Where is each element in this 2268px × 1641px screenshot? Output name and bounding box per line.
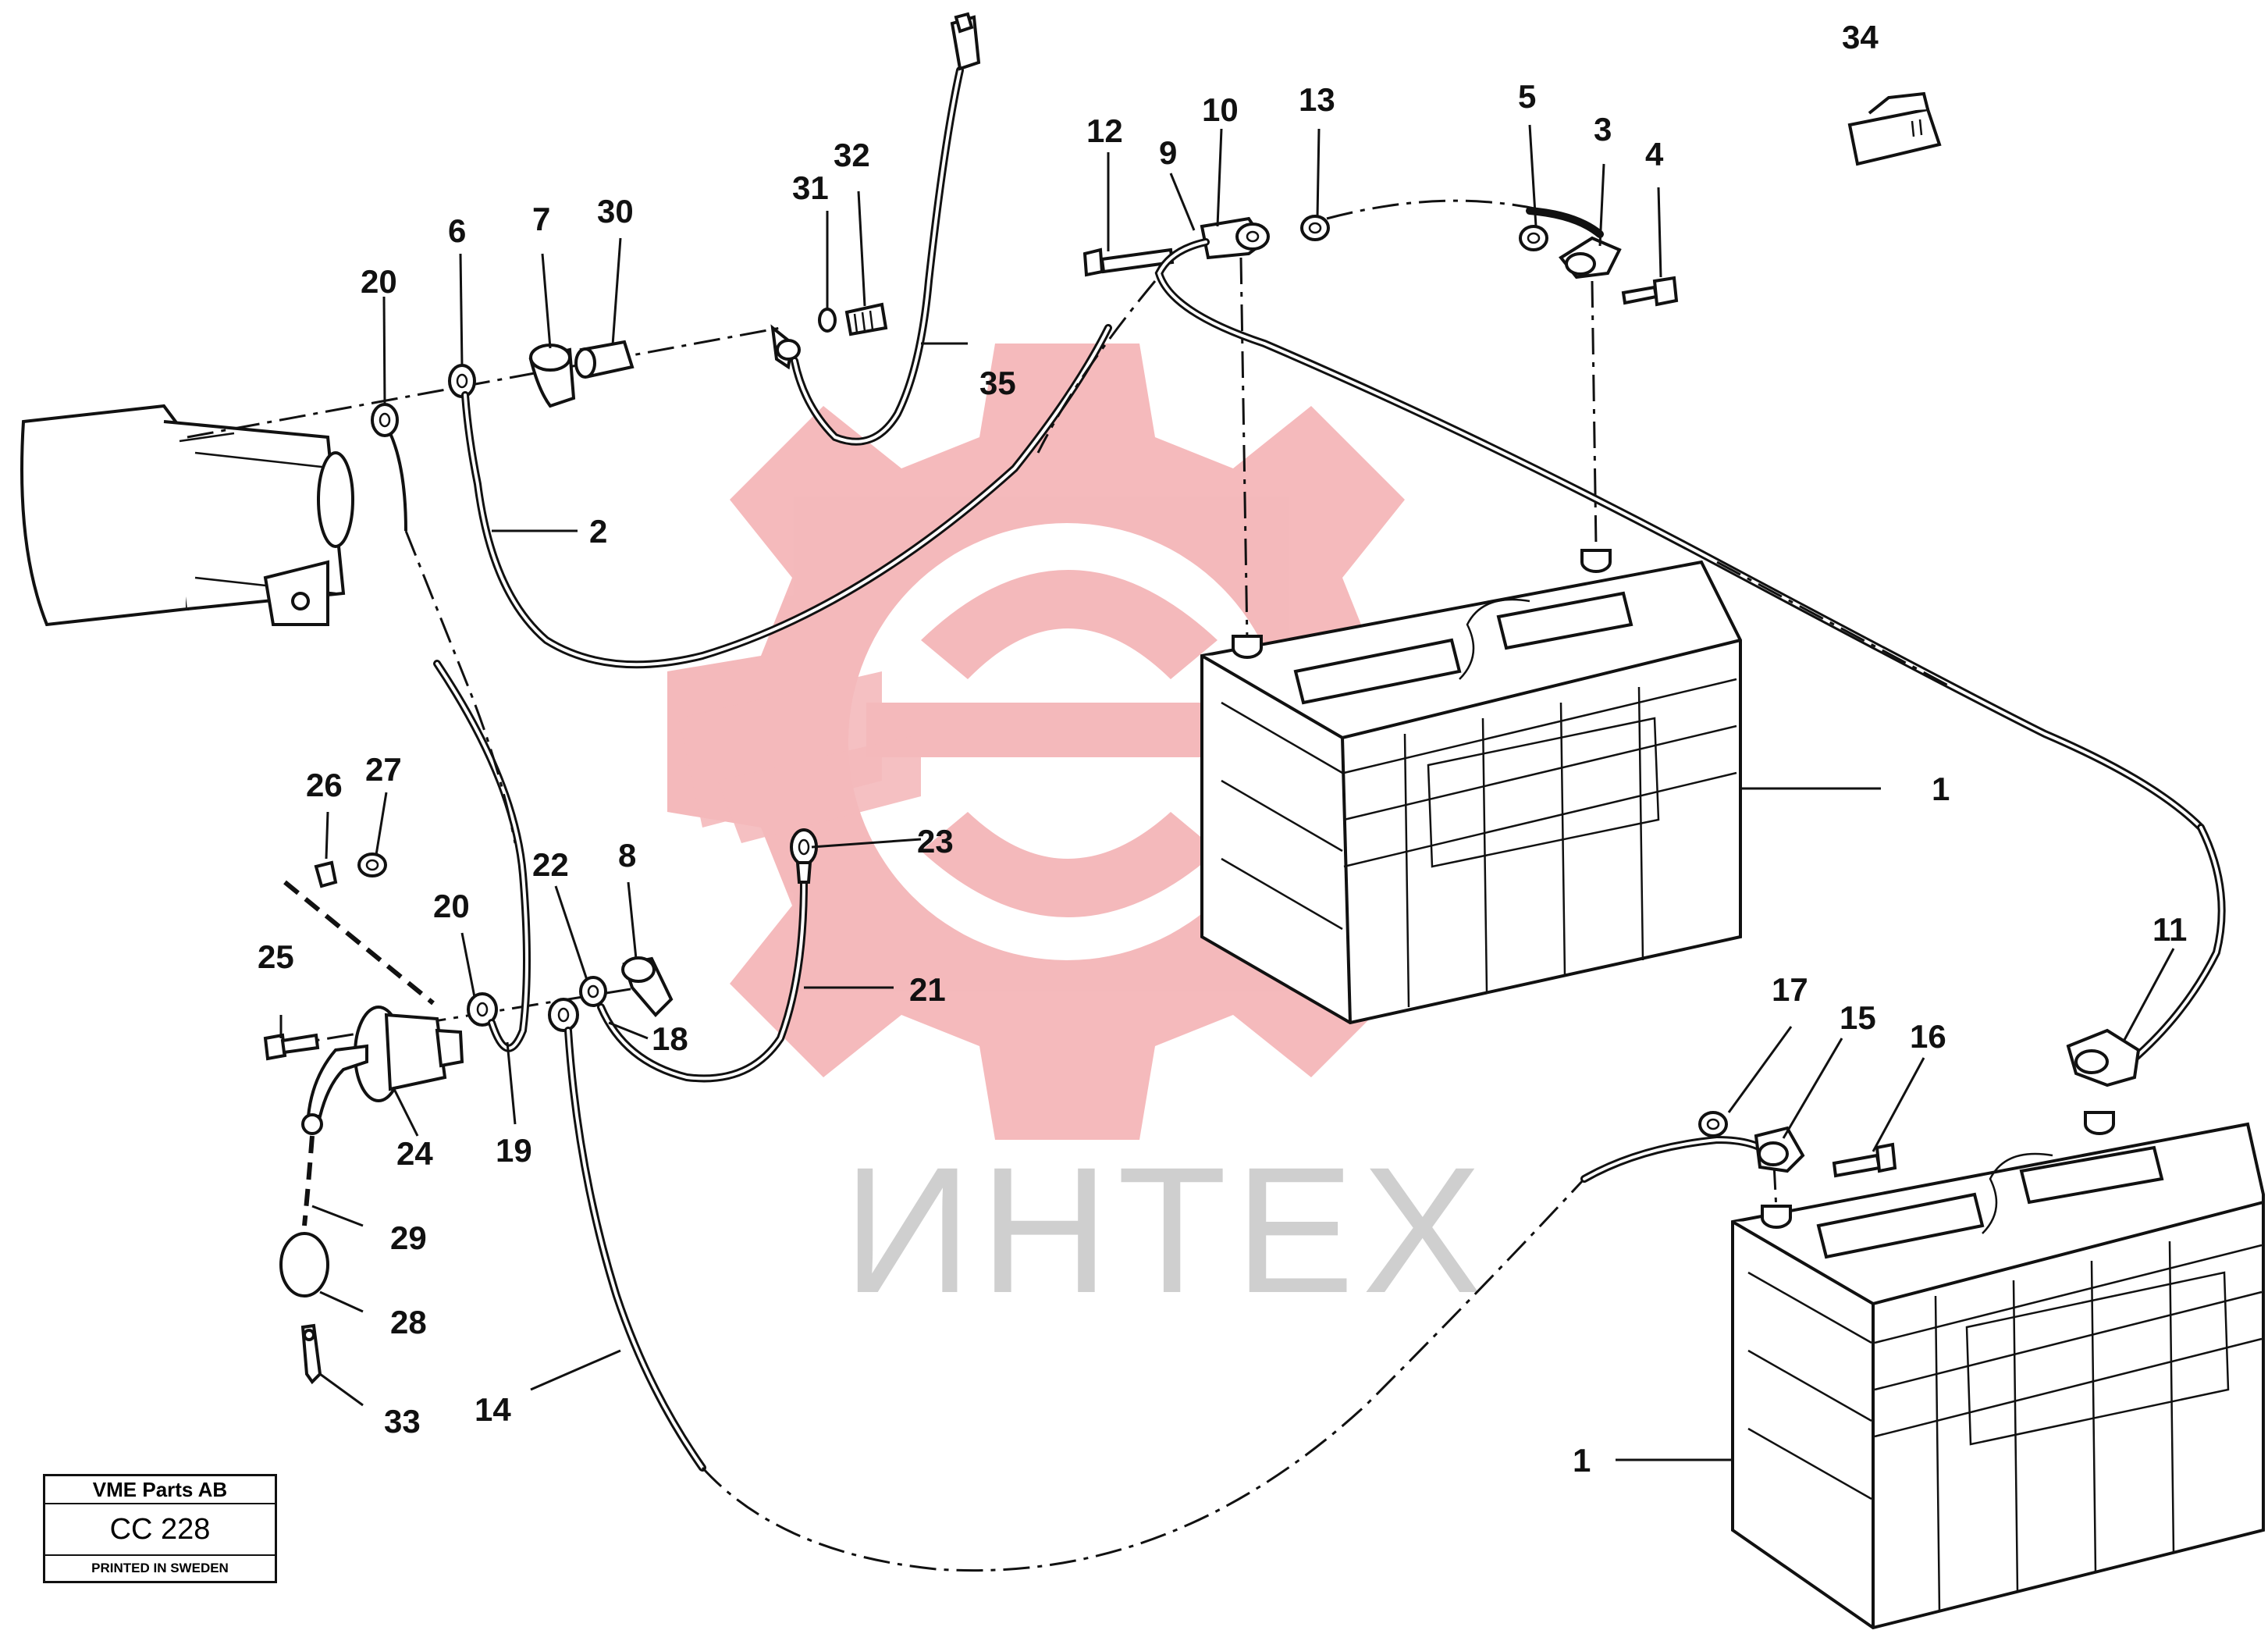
nut-17 <box>1698 1111 1728 1137</box>
callout-1-lower: 1 <box>1573 1442 1591 1479</box>
callout-7: 7 <box>532 201 550 237</box>
clamp-3 <box>1559 236 1622 279</box>
callout-20-lower: 20 <box>433 888 470 924</box>
bolt-32 <box>844 302 888 336</box>
battery-upper <box>1200 549 1742 1025</box>
callout-labels: 34 12 10 13 9 5 3 4 32 31 30 7 6 20 35 2… <box>258 19 2187 1479</box>
callout-4: 4 <box>1645 136 1664 173</box>
clamp-10 <box>1200 216 1270 260</box>
callout-34: 34 <box>1842 19 1879 55</box>
callout-17: 17 <box>1772 971 1808 1008</box>
cable-route-14 <box>701 1177 1586 1572</box>
callout-24: 24 <box>396 1135 433 1172</box>
bolt-12 <box>1082 247 1175 277</box>
callout-3: 3 <box>1594 111 1612 148</box>
cable-route-20 <box>404 530 517 844</box>
nut-13 <box>1300 215 1330 241</box>
bolt-4 <box>1621 276 1679 307</box>
watermark-text: ИНТЕХ <box>843 1130 1490 1330</box>
callout-9: 9 <box>1159 134 1177 171</box>
callout-11: 11 <box>2152 911 2187 948</box>
insulator-7 <box>528 344 576 408</box>
callout-20-upper: 20 <box>361 263 397 300</box>
cable-route-long <box>1716 561 1952 689</box>
terminal-22 <box>579 976 607 1007</box>
clamp-11 <box>2066 1028 2141 1087</box>
bolt-16 <box>1832 1142 1897 1178</box>
clip-26 <box>314 860 338 888</box>
cable-35 <box>791 66 964 446</box>
strap-cable <box>1526 207 1604 238</box>
callout-16: 16 <box>1910 1018 1946 1055</box>
callout-26: 26 <box>306 767 343 803</box>
battery-switch-24 <box>301 1006 464 1135</box>
ring-terminal-14 <box>548 998 579 1032</box>
ring-terminal-20b <box>467 992 498 1027</box>
callout-29: 29 <box>390 1219 427 1256</box>
title-block-code: CC 228 <box>45 1504 275 1556</box>
guide-line-15 <box>1772 1162 1778 1211</box>
battery-lower <box>1731 1111 2265 1630</box>
chain-29 <box>302 1135 315 1226</box>
insulator-8 <box>621 956 674 1017</box>
cable-14 <box>564 1027 706 1472</box>
nut-5 <box>1519 225 1548 251</box>
terminal-cover-34 <box>1847 91 1942 166</box>
assembly-axis-upper <box>187 326 781 439</box>
guide-line-3 <box>1591 280 1598 547</box>
cap-28 <box>279 1232 329 1297</box>
key-33 <box>300 1323 322 1385</box>
callout-6: 6 <box>448 212 466 249</box>
bolt-25 <box>263 1033 320 1061</box>
washer-31 <box>818 308 837 333</box>
callout-33: 33 <box>384 1403 421 1440</box>
callout-1-upper: 1 <box>1932 771 1950 807</box>
bracket-dashed <box>283 880 435 1006</box>
cable-35-end-terminal <box>950 12 981 71</box>
callout-12: 12 <box>1086 112 1123 149</box>
callout-14: 14 <box>475 1391 511 1428</box>
ring-terminal-20 <box>371 403 407 532</box>
title-block-footer: PRINTED IN SWEDEN <box>91 1561 229 1575</box>
callout-8: 8 <box>618 837 636 874</box>
callout-31: 31 <box>792 169 829 206</box>
title-block: VME Parts AB CC 228 PRINTED IN SWEDEN <box>43 1474 277 1583</box>
sleeve-30 <box>574 340 635 379</box>
callout-13: 13 <box>1299 81 1335 118</box>
callout-22: 22 <box>532 846 569 883</box>
callout-5: 5 <box>1518 78 1536 115</box>
starter-motor <box>20 404 354 627</box>
nut-27 <box>357 853 387 877</box>
clamp-15 <box>1754 1126 1805 1173</box>
terminal-35 <box>770 324 801 370</box>
callout-2: 2 <box>589 513 607 550</box>
callout-23: 23 <box>917 823 954 860</box>
callout-25: 25 <box>258 938 294 975</box>
callout-28: 28 <box>390 1304 427 1340</box>
callout-35: 35 <box>979 365 1016 401</box>
watermark-gear-logo <box>667 344 1467 1140</box>
guide-line-10 <box>1239 257 1249 641</box>
callout-19: 19 <box>496 1132 532 1169</box>
callout-21: 21 <box>909 971 946 1008</box>
callout-10: 10 <box>1202 91 1239 128</box>
callout-18: 18 <box>652 1020 688 1057</box>
title-block-company: VME Parts AB <box>45 1476 275 1504</box>
ring-terminal-6 <box>448 364 476 398</box>
leader-lines <box>279 124 2175 1461</box>
cable-route-upper <box>1326 199 1546 220</box>
callout-30: 30 <box>597 193 634 230</box>
callout-32: 32 <box>834 137 870 173</box>
cable-route-9-down <box>1036 280 1157 454</box>
callout-27: 27 <box>365 751 402 788</box>
callout-15: 15 <box>1840 999 1876 1036</box>
